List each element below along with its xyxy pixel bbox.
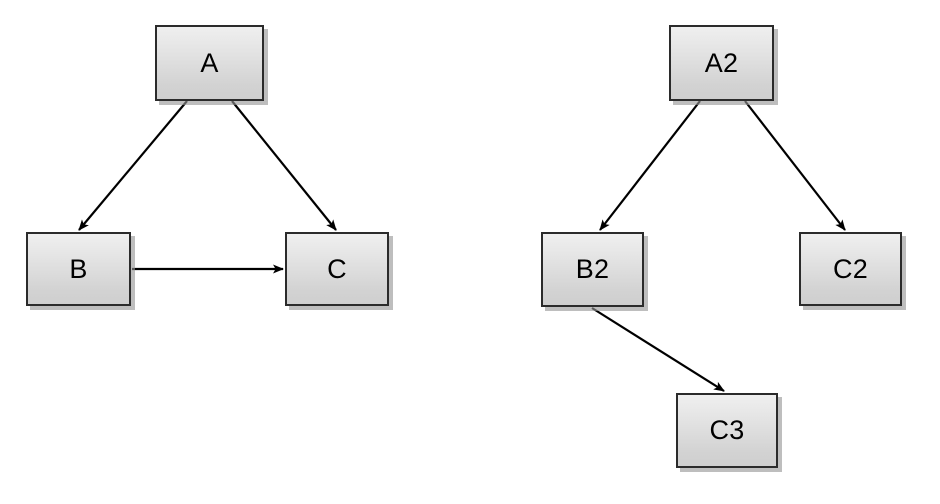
node-a[interactable]: A (155, 25, 264, 101)
node-a2[interactable]: A2 (669, 25, 774, 101)
node-c2[interactable]: C2 (799, 232, 902, 306)
edge-a2-to-c2 (744, 100, 846, 231)
node-label-c3: C3 (709, 415, 745, 445)
edge-a-to-b (78, 100, 188, 231)
node-label-b2: B2 (575, 254, 610, 284)
node-label-b: B (69, 253, 88, 284)
node-label-a: A (200, 47, 219, 78)
node-c[interactable]: C (285, 232, 389, 306)
node-label-a2: A2 (704, 47, 739, 78)
node-b[interactable]: B (26, 232, 131, 306)
edge-a-to-c (231, 100, 337, 231)
node-c3[interactable]: C3 (676, 393, 778, 468)
edge-group (78, 100, 846, 392)
node-label-c: C (327, 253, 347, 284)
node-label-c2: C2 (833, 253, 868, 284)
node-b2[interactable]: B2 (541, 232, 644, 307)
edge-b2-to-c3 (591, 307, 725, 392)
edge-a2-to-b2 (599, 100, 701, 231)
